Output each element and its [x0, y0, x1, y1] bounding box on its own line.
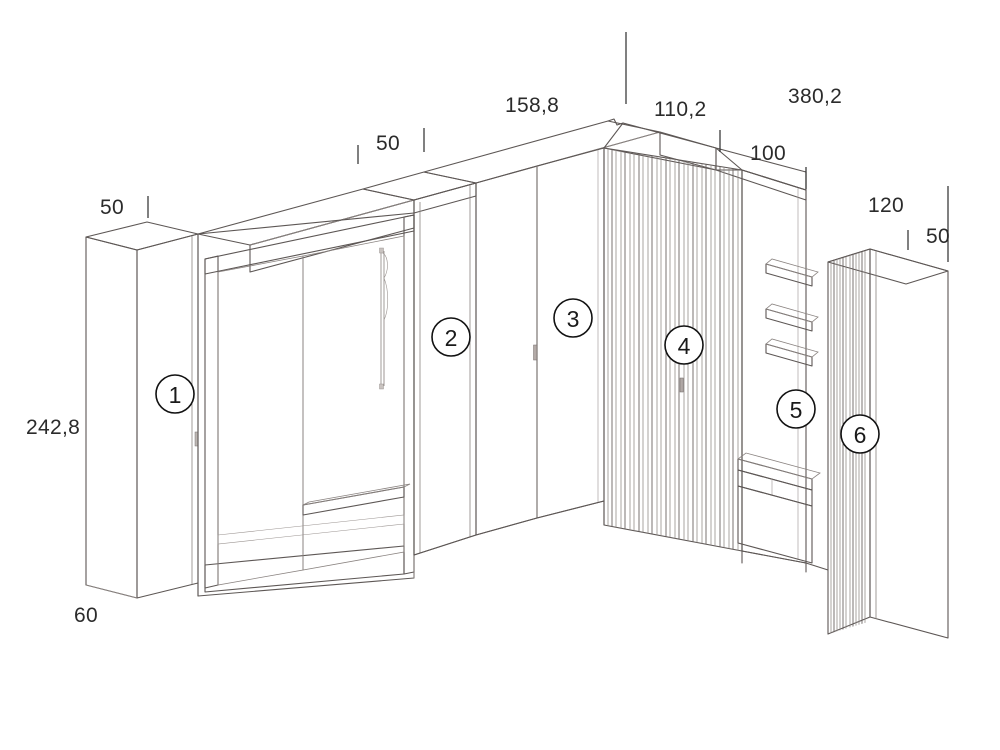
marker-5[interactable]: 5: [776, 389, 816, 429]
right-top-face-2: [715, 169, 807, 201]
base-return-lines: [85, 500, 829, 599]
column1-front-face: [136, 233, 199, 599]
dim-label-50-left: 50: [100, 196, 124, 219]
dim-label-100: 100: [750, 142, 786, 165]
panel3-handle-notch: [533, 344, 538, 361]
dim-label-50-right: 50: [926, 225, 950, 248]
header-top-edge: [249, 199, 415, 246]
marker-2-circle: [431, 317, 471, 357]
marker-3-circle: [553, 298, 593, 338]
marker-1[interactable]: 1: [155, 374, 195, 414]
niche-lower-back: [737, 485, 813, 564]
marker-6-circle: [840, 414, 880, 454]
shelf-2: [765, 303, 819, 332]
marker-5-label: 5: [790, 397, 803, 423]
marker-1-circle: [155, 374, 195, 414]
sliding-door-right: [302, 235, 405, 571]
marker-4-label: 4: [678, 333, 691, 359]
marker-5-circle: [776, 389, 816, 429]
dim-label-50-second: 50: [376, 132, 400, 155]
dimension-annotations: 50 242,8 60 50 158,8 110,2 380,2 100 1 2: [26, 32, 950, 627]
component-2-light-door: [413, 182, 477, 556]
niche-floor-edge: [741, 550, 807, 573]
marker-2[interactable]: 2: [431, 317, 471, 357]
marker-2-label: 2: [445, 325, 458, 351]
marker-4-circle: [664, 325, 704, 365]
component-3-mauve-doors: [475, 147, 605, 536]
dim-label-120: 120: [868, 194, 904, 217]
sliding-door-handle: [379, 247, 389, 390]
panel3-left-leaf: [475, 165, 538, 536]
base-line-g: [805, 562, 829, 571]
shelf-3: [765, 338, 819, 367]
column1-top-face: [85, 221, 199, 251]
sliding-door-niche: [197, 212, 415, 597]
marker-6[interactable]: 6: [840, 414, 880, 454]
column6-front-face: [869, 248, 949, 639]
base-line-h: [85, 584, 138, 599]
component-markers: 1 2 3 4 5 6: [155, 298, 880, 454]
dim-label-380-2: 380,2: [788, 85, 842, 108]
niche-back-panel: [741, 169, 807, 564]
column1-side-face: [85, 236, 138, 599]
niche-bench-seat: [302, 483, 411, 516]
niche-opening-frame: [197, 212, 415, 597]
niche-right-jamb: [403, 214, 415, 575]
base-line-d: [475, 500, 605, 536]
panel4-rib-texture: [607, 148, 739, 551]
block50-top-face: [362, 171, 477, 201]
niche-threshold: [204, 545, 405, 593]
niche-inner-step: [217, 514, 405, 545]
top-block-50-light: [362, 171, 477, 214]
mauve-top-notch: [607, 118, 624, 126]
bench-desk: [737, 452, 821, 507]
panel4-handle-notch: [679, 377, 684, 393]
component-5-shelving-niche: [737, 169, 821, 573]
shelf-1: [765, 258, 819, 287]
component-4-ribbed-door: [603, 147, 743, 552]
sliding-door-left: [217, 255, 304, 586]
marker-6-label: 6: [854, 422, 867, 448]
base-line-c: [413, 534, 477, 556]
panel2-face: [413, 182, 477, 556]
marker-4[interactable]: 4: [664, 325, 704, 365]
marker-3[interactable]: 3: [553, 298, 593, 338]
marker-1-label: 1: [169, 382, 182, 408]
component-6-right-column: [827, 248, 949, 639]
dim-label-110-2: 110,2: [654, 98, 707, 121]
dim-label-158-8: 158,8: [505, 94, 559, 117]
marker-3-label: 3: [567, 306, 580, 332]
dim-label-60: 60: [74, 604, 98, 627]
niche-left-jamb: [204, 255, 219, 589]
dim-label-242-8: 242,8: [26, 416, 80, 439]
